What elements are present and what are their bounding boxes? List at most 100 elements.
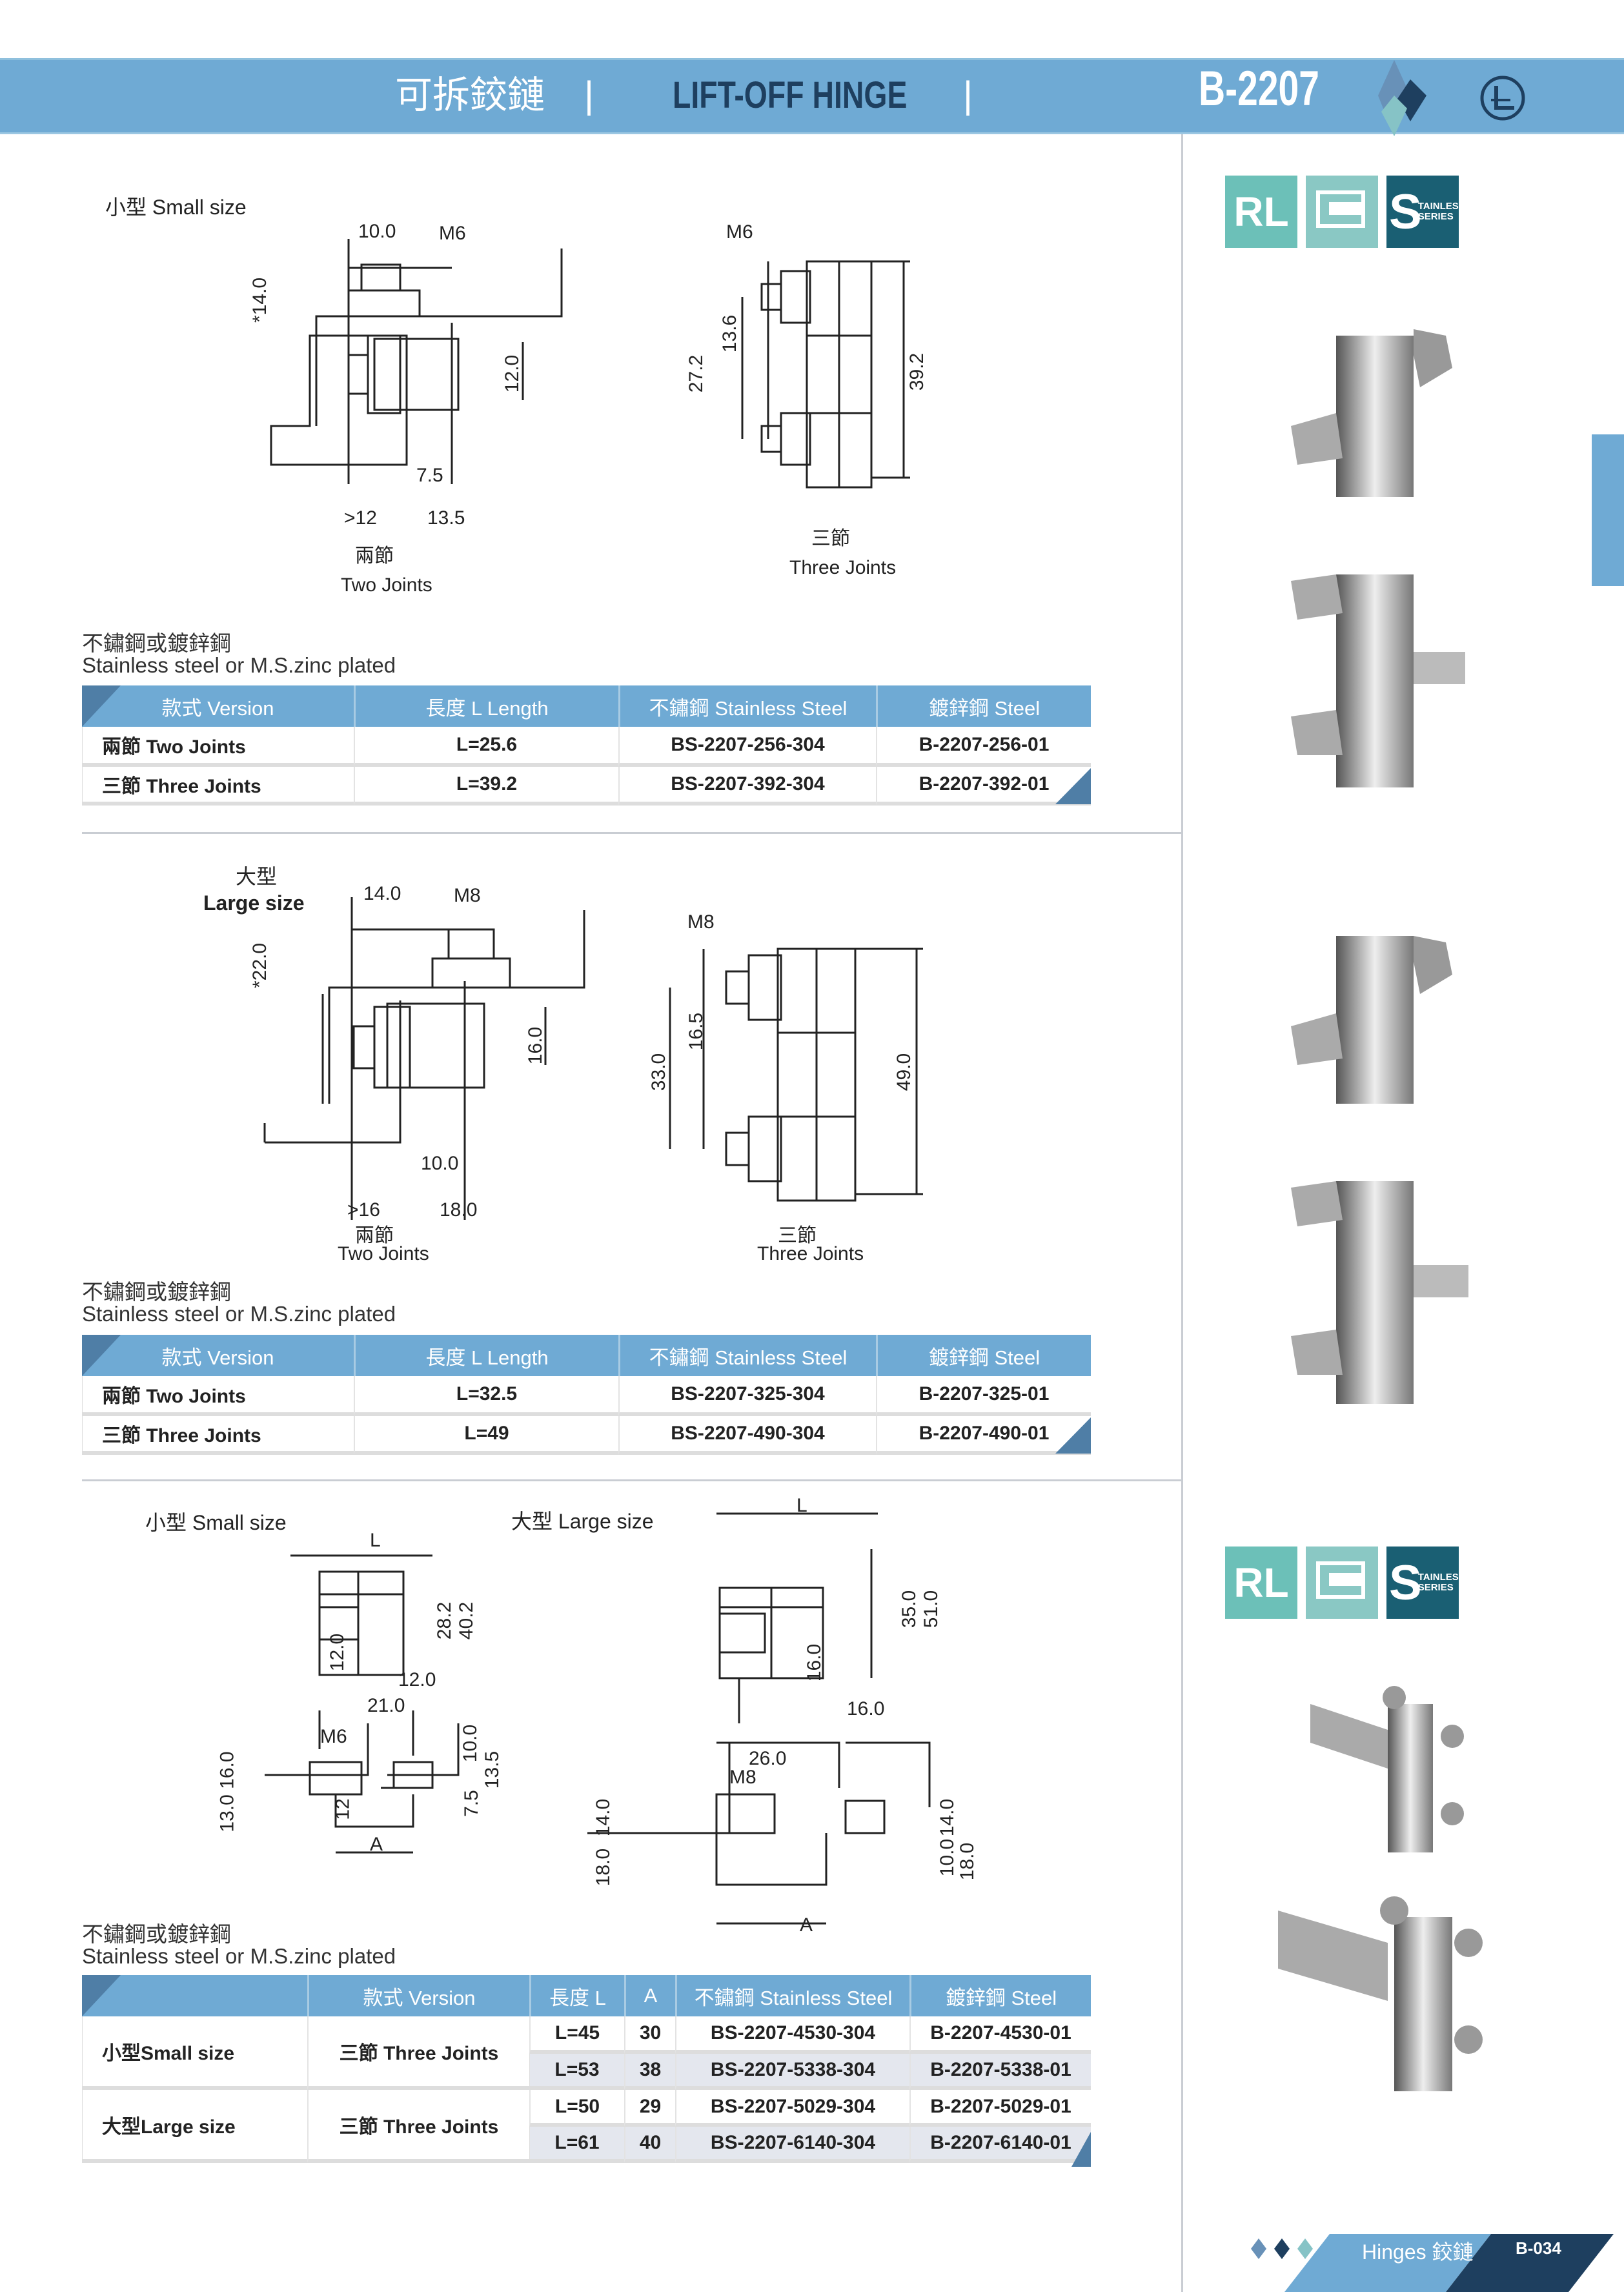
dim-label: 12.0 bbox=[502, 354, 523, 393]
title-cn: 可拆鉸鏈 bbox=[395, 74, 545, 116]
title-separator: | bbox=[584, 74, 594, 116]
dim-label: 10.0 bbox=[358, 221, 396, 242]
drawing-caption-en: Two Joints bbox=[338, 1243, 429, 1264]
small-size-label: 小型 Small size bbox=[145, 1511, 287, 1534]
dim-label: 33.0 bbox=[648, 1053, 670, 1091]
cell: B-2207-6140-01 bbox=[909, 2127, 1091, 2163]
drawer-icon bbox=[1306, 1547, 1378, 1619]
brand-logo-icon bbox=[1480, 76, 1525, 121]
dim-label: 35.0 bbox=[898, 1590, 920, 1628]
dim-label: >12 bbox=[344, 507, 377, 529]
dim-label: M8 bbox=[729, 1767, 756, 1788]
dim-label: 14.0 bbox=[363, 883, 401, 904]
footer-band bbox=[1284, 2234, 1614, 2292]
cell: BS-2207-5338-304 bbox=[675, 2054, 909, 2090]
column-header: A bbox=[624, 1975, 675, 2016]
s-letter: S bbox=[1389, 1555, 1422, 1610]
column-header bbox=[82, 1975, 307, 2016]
size-label-cn: 大型 bbox=[236, 865, 278, 888]
dim-label: 12.0 bbox=[327, 1633, 349, 1672]
large-size-label: 大型 Large size bbox=[511, 1510, 654, 1533]
cell: BS-2207-5029-304 bbox=[675, 2090, 909, 2127]
drawing-caption-cn: 兩節 bbox=[355, 545, 394, 567]
column-header: 鍍鋅鋼 Steel bbox=[876, 685, 1091, 727]
dim-label: 49.0 bbox=[893, 1053, 915, 1091]
table-corner-decoration bbox=[82, 685, 121, 727]
column-header: 不鏽鋼 Stainless Steel bbox=[675, 1975, 909, 2016]
product-photo-large-flat bbox=[1278, 1896, 1483, 2091]
dim-label: *14.0 bbox=[249, 277, 271, 323]
drawing-three-joints-large bbox=[669, 948, 923, 1202]
material-en: Stainless steel or M.S.zinc plated bbox=[82, 1944, 396, 1968]
cell: L=25.6 bbox=[354, 727, 618, 767]
footer-category: Hinges 鉸鏈 bbox=[1362, 2240, 1474, 2264]
dim-label: 10.0 bbox=[421, 1153, 459, 1174]
rl-badge: RL bbox=[1225, 1547, 1297, 1619]
dim-label: 13.5 bbox=[427, 507, 465, 529]
drawing-three-joints-small bbox=[741, 260, 910, 489]
drawing-caption-en: Three Joints bbox=[757, 1243, 864, 1264]
column-header: 長度 L Length bbox=[354, 1335, 618, 1376]
dim-label: 16.5 bbox=[685, 1012, 707, 1051]
dim-label: 21.0 bbox=[367, 1695, 405, 1716]
cell: L=61 bbox=[529, 2127, 624, 2163]
dim-label: 12.0 bbox=[398, 1669, 436, 1690]
cell: BS-2207-392-304 bbox=[618, 767, 876, 806]
drawing-caption-cn: 兩節 bbox=[355, 1225, 394, 1246]
dim-label: 10.0 bbox=[937, 1838, 959, 1877]
drawing-two-joints-large bbox=[263, 897, 585, 1220]
section-divider bbox=[82, 1479, 1181, 1481]
dim-label: 18.0 bbox=[593, 1848, 614, 1887]
dim-label: 27.2 bbox=[685, 354, 707, 393]
side-tab[interactable] bbox=[1592, 434, 1624, 586]
product-photo-three-joints-small bbox=[1291, 574, 1465, 787]
dim-label: 16.0 bbox=[525, 1026, 547, 1065]
drawer-icon bbox=[1306, 176, 1378, 248]
table-corner-decoration bbox=[1055, 1417, 1091, 1454]
dim-label: M6 bbox=[320, 1726, 347, 1747]
cell: B-2207-392-01 bbox=[876, 767, 1091, 806]
rl-badge: RL bbox=[1225, 176, 1297, 248]
cell: 三節 Three Joints bbox=[82, 1416, 354, 1455]
cell: 30 bbox=[624, 2016, 675, 2054]
product-photo-two-joints-small bbox=[1291, 329, 1452, 497]
cell: BS-2207-490-304 bbox=[618, 1416, 876, 1455]
material-cn: 不鏽鋼或鍍鋅鋼 bbox=[82, 1922, 231, 1946]
page-number: B-034 bbox=[1516, 2238, 1561, 2258]
section-divider bbox=[82, 832, 1181, 834]
dim-label: 13.6 bbox=[719, 314, 741, 353]
dim-label: M8 bbox=[454, 885, 481, 906]
material-cn: 不鏽鋼或鍍鋅鋼 bbox=[82, 1280, 231, 1304]
cell: 29 bbox=[624, 2090, 675, 2127]
cell: 兩節 Two Joints bbox=[82, 1376, 354, 1416]
dim-label: L bbox=[797, 1495, 807, 1516]
footer-diamonds-icon bbox=[1251, 2238, 1313, 2259]
size-label-en: Large size bbox=[203, 891, 305, 915]
drawing-flat-large bbox=[587, 1512, 931, 1925]
column-header: 不鏽鋼 Stainless Steel bbox=[618, 685, 876, 727]
cell: L=50 bbox=[529, 2090, 624, 2127]
drawing-caption-cn: 三節 bbox=[811, 528, 850, 549]
drawing-caption-cn: 三節 bbox=[778, 1225, 817, 1246]
cell: B-2207-490-01 bbox=[876, 1416, 1091, 1455]
title-en: LIFT-OFF HINGE bbox=[673, 74, 908, 116]
dim-label: A bbox=[800, 1914, 813, 1936]
title-separator: | bbox=[963, 74, 973, 116]
dim-label: 7.5 bbox=[460, 1790, 482, 1817]
column-header: 鍍鋅鋼 Steel bbox=[909, 1975, 1091, 2016]
cell: 大型Large size bbox=[82, 2090, 307, 2163]
cell: 三節 Three Joints bbox=[307, 2016, 529, 2090]
dim-label: >16 bbox=[347, 1199, 380, 1221]
column-divider bbox=[1181, 134, 1183, 2292]
column-header: 長度 L bbox=[529, 1975, 624, 2016]
